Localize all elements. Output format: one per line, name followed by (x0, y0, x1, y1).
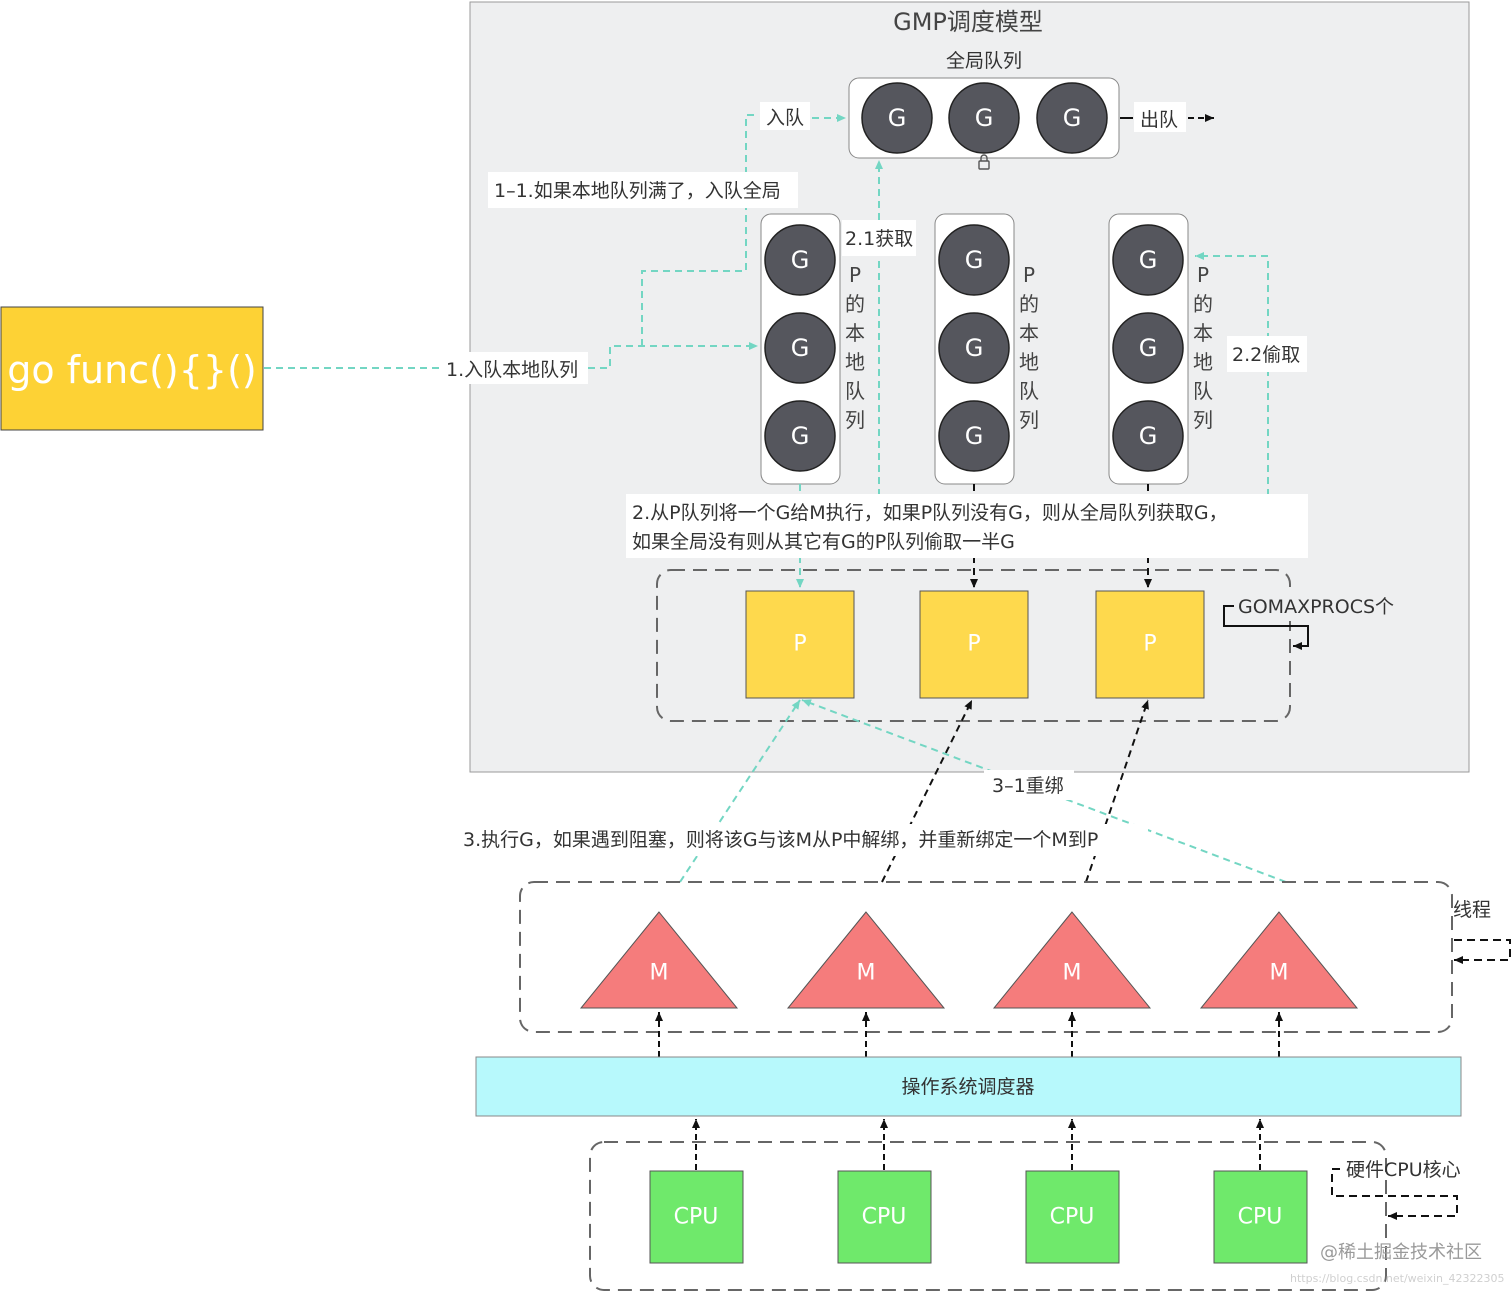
g-label: G (965, 422, 984, 450)
thread-m-1: M (579, 911, 739, 1009)
cpu-label: CPU (862, 1205, 907, 1230)
svg-text:队: 队 (845, 379, 865, 403)
cpu-core-2: CPU (837, 1170, 932, 1264)
g-label: G (1139, 246, 1158, 274)
cpu-label: CPU (1050, 1205, 1095, 1230)
svg-text:地: 地 (845, 350, 865, 374)
svg-text:列: 列 (1193, 408, 1213, 432)
thread-label: 线程 (1453, 899, 1491, 921)
cpu-core-4: CPU (1213, 1170, 1308, 1264)
processor-p-2: P (919, 590, 1029, 699)
go-func-label: go func(){}() (7, 348, 257, 392)
cpu-group-label: 硬件CPU核心 (1346, 1159, 1461, 1181)
g-label: G (791, 246, 810, 274)
thread-m-4: M (1199, 911, 1359, 1009)
m2-to-p2 (881, 699, 973, 883)
lock-icon (978, 154, 990, 170)
thread-loop (1454, 939, 1511, 964)
svg-text:本: 本 (845, 321, 865, 345)
svg-text:P: P (1197, 263, 1209, 287)
p-label: P (793, 632, 806, 657)
dequeue-label: 出队 (1140, 109, 1178, 131)
svg-text:本: 本 (1193, 321, 1213, 345)
svg-text:地: 地 (1193, 350, 1213, 374)
thread-group (519, 881, 1453, 1033)
edge-1-label: 1.入队本地队列 (446, 359, 578, 381)
watermark-url: https://blog.csdn.net/weixin_42322305 (1290, 1272, 1505, 1285)
g-label: G (888, 104, 907, 132)
gomaxprocs-label: GOMAXPROCS个 (1238, 596, 1394, 618)
local-queue-2: G G G (934, 213, 1015, 485)
edge-2-1-label: 2.1获取 (845, 228, 913, 250)
g-label: G (1063, 104, 1082, 132)
cpu-core-1: CPU (649, 1170, 744, 1264)
edge-2-label-line2: 如果全局没有则从其它有G的P队列偷取一半G (632, 531, 1015, 553)
os-scheduler-label: 操作系统调度器 (901, 1076, 1034, 1098)
svg-text:地: 地 (1019, 350, 1039, 374)
cpu-label: CPU (1238, 1205, 1283, 1230)
g-label: G (1139, 334, 1158, 362)
g-label: G (965, 246, 984, 274)
g-label: G (791, 422, 810, 450)
m3-to-p3 (1085, 699, 1149, 883)
svg-text:队: 队 (1193, 379, 1213, 403)
processor-p-3: P (1095, 590, 1205, 699)
enqueue-label: 入队 (766, 107, 804, 129)
edge-3-label: 3.执行G，如果遇到阻塞，则将该G与该M从P中解绑，并重新绑定一个M到P (463, 829, 1098, 851)
m-label: M (857, 961, 876, 986)
os-scheduler-bar (475, 1056, 1462, 1117)
m-label: M (650, 961, 669, 986)
go-func-box (0, 306, 264, 431)
svg-text:P: P (1023, 263, 1035, 287)
thread-m-3: M (992, 911, 1152, 1009)
global-queue-g-2: G (948, 82, 1020, 154)
p-group (656, 569, 1291, 722)
global-queue-g-3: G (1036, 82, 1108, 154)
g-label: G (1139, 422, 1158, 450)
svg-text:的: 的 (1019, 292, 1039, 316)
svg-text:列: 列 (1019, 408, 1039, 432)
g-label: G (791, 334, 810, 362)
cpu-loop (1331, 1168, 1458, 1220)
local-queue-3: G G G (1108, 213, 1189, 485)
local-queue-2-label: P 的 本 地 队 列 (1019, 263, 1039, 432)
edge-1-1-line (641, 114, 758, 346)
gomaxprocs-loop (1223, 605, 1309, 650)
svg-text:本: 本 (1019, 321, 1039, 345)
local-queue-1-label: P 的 本 地 队 列 (845, 263, 865, 432)
local-queue-1: G G G (760, 213, 841, 485)
m-label: M (1270, 961, 1289, 986)
cpu-label: CPU (674, 1205, 719, 1230)
cpu-group (589, 1141, 1387, 1291)
svg-text:P: P (849, 263, 861, 287)
g-label: G (965, 334, 984, 362)
watermark: @稀土掘金技术社区 (1320, 1242, 1482, 1263)
global-queue-label: 全局队列 (946, 50, 1022, 72)
edge-1-1-label: 1–1.如果本地队列满了，入队全局 (494, 180, 781, 202)
thread-m-2: M (786, 911, 946, 1009)
p-label: P (1143, 632, 1156, 657)
svg-text:队: 队 (1019, 379, 1039, 403)
p-label: P (967, 632, 980, 657)
edge-2-2-label: 2.2偷取 (1232, 344, 1300, 366)
edge-2-2-line (1195, 252, 1269, 496)
svg-text:列: 列 (845, 408, 865, 432)
g-label: G (975, 104, 994, 132)
m-label: M (1063, 961, 1082, 986)
svg-text:的: 的 (1193, 292, 1213, 316)
cpu-core-3: CPU (1025, 1170, 1120, 1264)
processor-p-1: P (745, 590, 855, 699)
global-queue-g-1: G (861, 82, 933, 154)
svg-text:的: 的 (845, 292, 865, 316)
local-queue-3-label: P 的 本 地 队 列 (1193, 263, 1213, 432)
diagram-title: GMP调度模型 (893, 8, 1043, 36)
edge-3-1-label: 3–1重绑 (992, 775, 1064, 797)
edge-2-label-line1: 2.从P队列将一个G给M执行，如果P队列没有G，则从全局队列获取G， (632, 502, 1228, 524)
